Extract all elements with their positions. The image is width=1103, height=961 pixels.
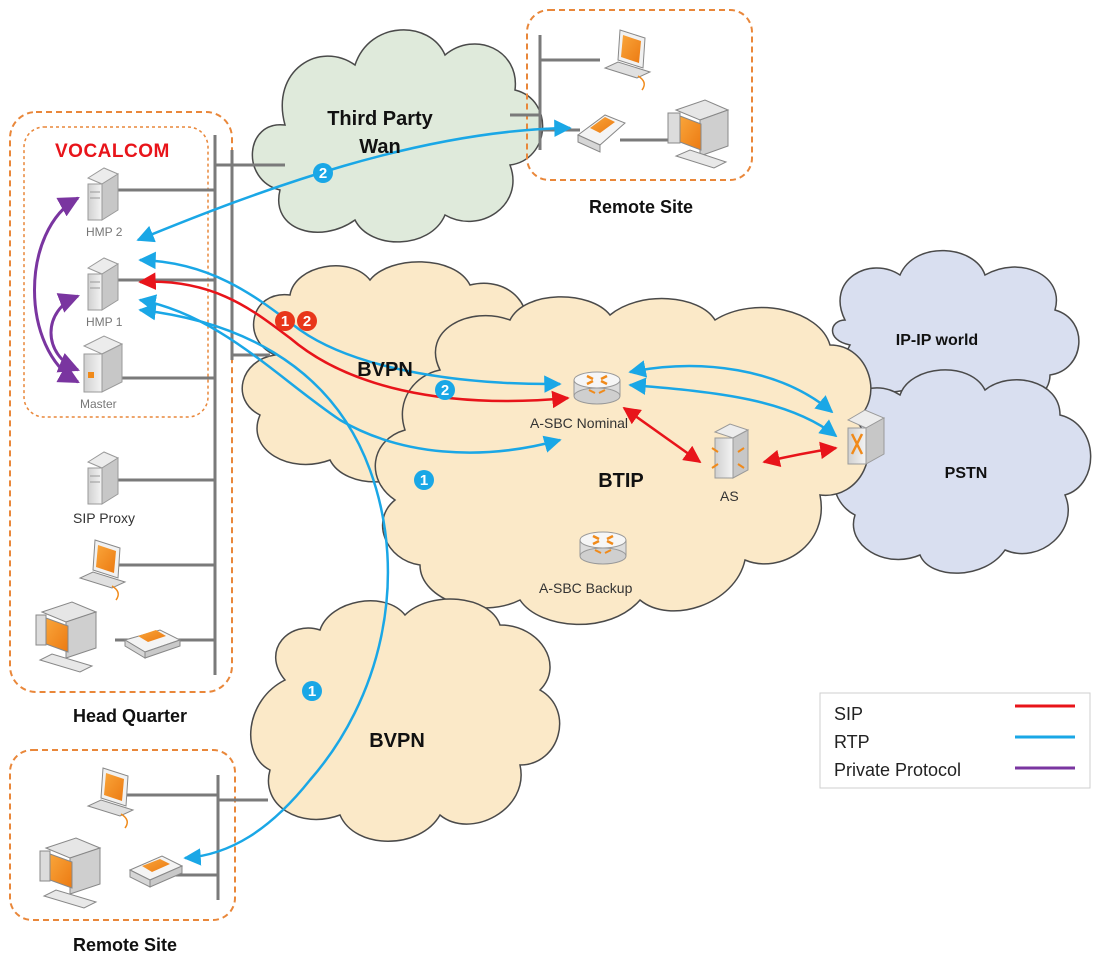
hmp2-label: HMP 2 [86,225,123,239]
remote-site-top-border [526,9,753,181]
third-party-wan-label-2: Wan [359,136,400,158]
pstn-label: PSTN [945,465,988,482]
legend-item-sip: SIP [834,704,1075,724]
remote-site-bottom-label: Remote Site [73,935,177,955]
legend-item-private-protocol: Private Protocol [834,760,1075,780]
agent-workstation-icon-hq [78,539,127,601]
vocalcom-logo: VOCALCOM [55,141,170,162]
asbc-backup-label: A-SBC Backup [539,580,633,596]
as-label: AS [720,488,739,504]
desk-phone-icon-hq [123,629,182,659]
svg-text:1: 1 [281,313,289,330]
desktop-pc-icon-hq [35,601,98,673]
server-icon-hmp1 [86,257,120,311]
server-icon-hmp2 [86,167,120,221]
desk-phone-icon-remote-top [577,114,626,153]
desktop-pc-icon-remote-bottom [39,837,102,909]
desk-phone-icon-remote-bottom [128,855,184,888]
private-protocol-links [33,196,80,384]
third-party-wan-label-1: Third Party [327,108,433,130]
agent-workstation-icon-remote-bottom [86,767,135,829]
asbc-nominal-label: A-SBC Nominal [530,415,628,431]
marker-1-bvpn: 1 [414,470,434,490]
router-icon-asbc-backup [579,531,627,565]
svg-text:2: 2 [319,165,327,182]
svg-text:2: 2 [303,313,311,330]
server-icon-as [711,423,750,479]
btip-label: BTIP [598,470,644,492]
hmp1-label: HMP 1 [86,315,123,329]
bvpn-top-label: BVPN [357,359,413,381]
gateway-icon-pstn [846,409,886,465]
svg-text:SIP: SIP [834,704,863,724]
server-icon-master [82,335,124,393]
router-icon-asbc-nominal [573,371,621,405]
sip-links [138,272,838,467]
marker-1-sip: 1 [275,311,295,331]
master-label: Master [80,397,117,411]
sip-proxy-label: SIP Proxy [73,510,135,526]
cloud-bvpn-bottom [249,598,561,842]
marker-1-bottom: 1 [302,681,322,701]
head-quarter-border [9,111,233,693]
remote-site-bottom-border [9,749,236,921]
server-icon-sip-proxy [86,451,120,505]
svg-text:RTP: RTP [834,732,870,752]
legend: SIP RTP Private Protocol [819,692,1091,789]
head-quarter-label: Head Quarter [73,706,187,726]
svg-text:2: 2 [441,382,449,399]
cloud-btip [374,296,872,626]
agent-workstation-icon-remote-top [603,29,652,91]
svg-text:1: 1 [308,683,316,700]
marker-2-wan: 2 [313,163,333,183]
marker-2-bvpn: 2 [435,380,455,400]
ip-ip-world-label: IP-IP world [896,332,978,349]
svg-text:1: 1 [420,472,428,489]
legend-item-rtp: RTP [834,732,1075,752]
cloud-pstn [831,369,1092,574]
desktop-pc-icon-remote-top [667,99,730,169]
remote-site-top-label: Remote Site [589,197,693,217]
svg-text:Private Protocol: Private Protocol [834,760,961,780]
marker-2-sip: 2 [297,311,317,331]
bvpn-bottom-label: BVPN [369,730,425,752]
